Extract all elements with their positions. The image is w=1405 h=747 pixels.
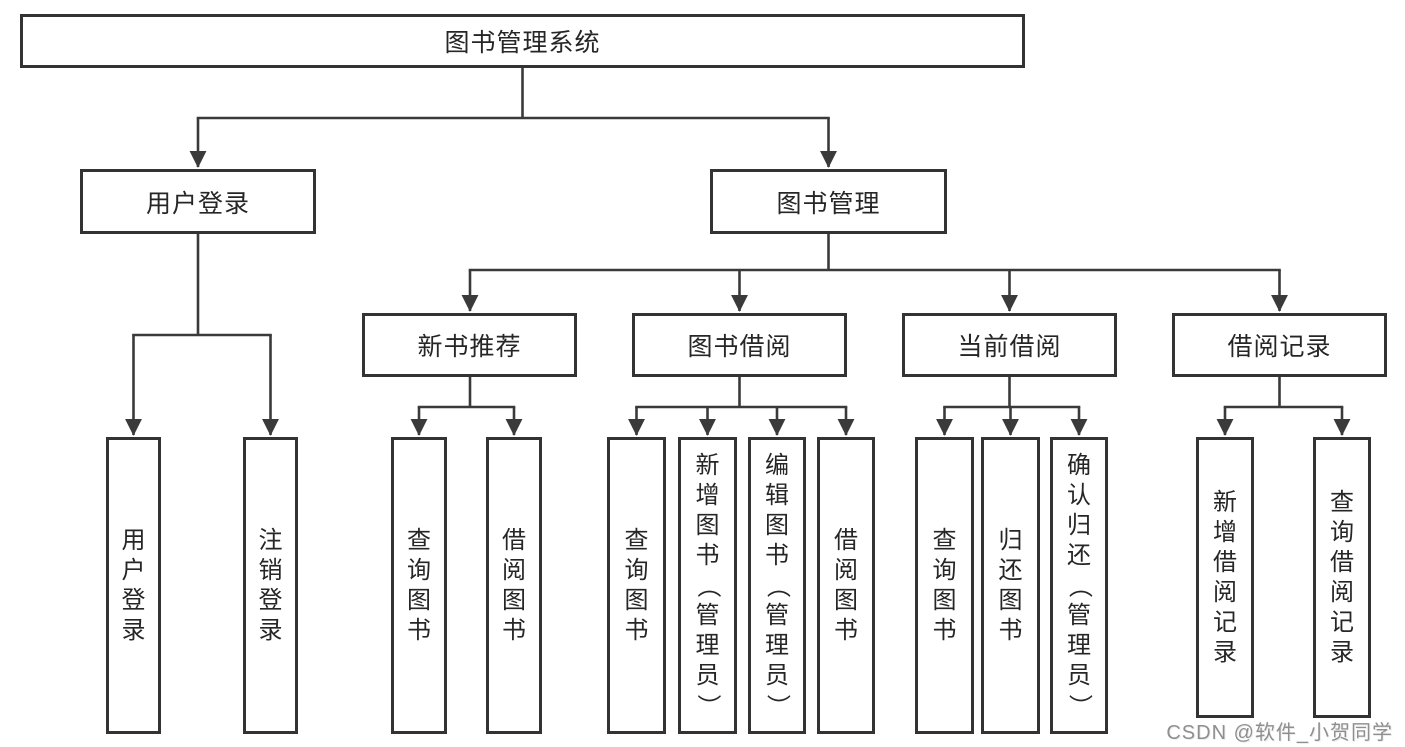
node-add-book-admin-leaf: 新增图书（管理员） [678, 437, 737, 734]
node-book-borrow: 图书借阅 [632, 313, 847, 377]
node-label: 借阅记录 [1227, 333, 1332, 361]
node-label: 当前借阅 [957, 333, 1062, 361]
node-user-login-branch: 用户登录 [80, 169, 316, 234]
node-query-borrow-record-leaf: 查询借阅记录 [1313, 437, 1371, 718]
node-query-book-leaf-2: 查询图书 [607, 437, 666, 734]
node-logout-leaf: 注销登录 [243, 437, 298, 734]
node-book-management-branch: 图书管理 [710, 169, 947, 234]
node-add-borrow-record-leaf: 新增借阅记录 [1196, 437, 1254, 718]
node-borrow-record: 借阅记录 [1172, 313, 1387, 377]
node-edit-book-admin-leaf: 编辑图书（管理员） [748, 437, 806, 734]
node-return-book-leaf: 归还图书 [981, 437, 1040, 734]
node-label: 新书推荐 [417, 333, 522, 361]
node-user-login-leaf: 用户登录 [106, 437, 161, 734]
node-current-borrow: 当前借阅 [902, 313, 1117, 377]
node-label: 图书管理 [776, 189, 881, 218]
node-new-book-recommend: 新书推荐 [362, 313, 577, 377]
csdn-watermark: CSDN @软件_小贺同学 [1166, 722, 1393, 744]
node-query-book-leaf-3: 查询图书 [915, 437, 974, 734]
node-borrow-book-leaf-1: 借阅图书 [486, 437, 542, 734]
node-library-system-root: 图书管理系统 [20, 14, 1025, 68]
node-borrow-book-leaf-2: 借阅图书 [817, 437, 875, 734]
node-query-book-leaf-1: 查询图书 [391, 437, 447, 734]
node-label: 图书管理系统 [444, 29, 601, 57]
node-confirm-return-admin-leaf: 确认归还（管理员） [1050, 437, 1108, 734]
node-label: 图书借阅 [687, 333, 792, 361]
node-label: 用户登录 [145, 189, 250, 218]
